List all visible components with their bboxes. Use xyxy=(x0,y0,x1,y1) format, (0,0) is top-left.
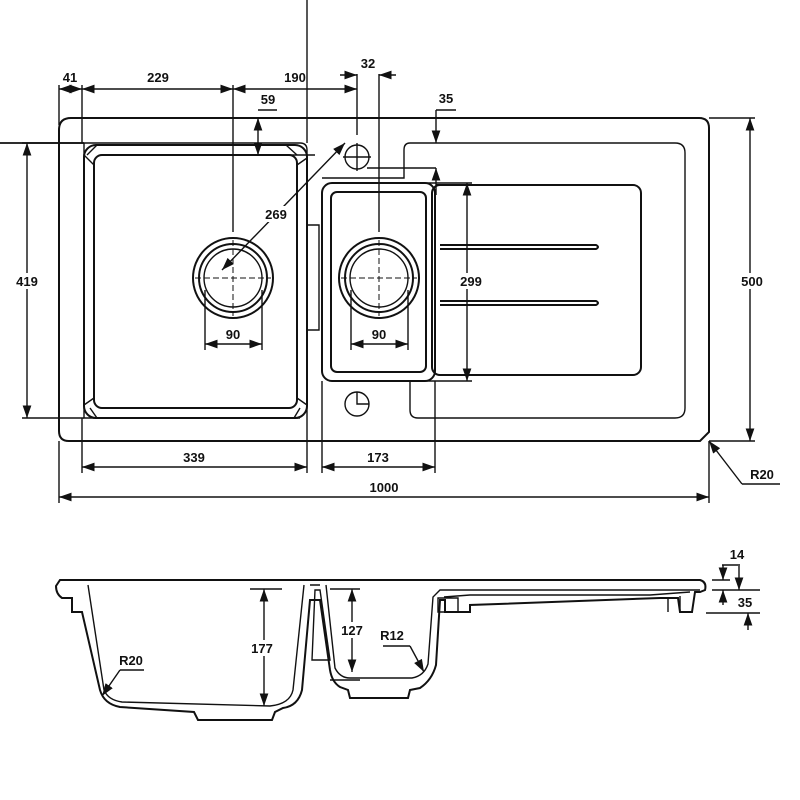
dim-500: 500 xyxy=(741,274,763,289)
dim-59: 59 xyxy=(261,92,275,107)
bowl-divider xyxy=(307,224,320,331)
dim-41: 41 xyxy=(63,70,77,85)
dim-90-main: 90 xyxy=(226,327,240,342)
inner-rim-outline xyxy=(0,0,686,419)
dim-299: 299 xyxy=(460,274,482,289)
dim-32: 32 xyxy=(361,56,375,71)
dim-339: 339 xyxy=(183,450,205,465)
overflow-hole xyxy=(344,391,370,417)
dim-14: 14 xyxy=(730,547,745,562)
sink-outline xyxy=(58,117,710,442)
tap-hole xyxy=(343,143,371,171)
dim-229: 229 xyxy=(147,70,169,85)
dim-173: 173 xyxy=(367,450,389,465)
drainer-groove-1 xyxy=(440,244,599,250)
dim-r12: R12 xyxy=(380,628,404,643)
drainer-groove-2 xyxy=(440,300,599,306)
dim-35-section: 35 xyxy=(738,595,752,610)
dim-190: 190 xyxy=(284,70,306,85)
dim-90-small: 90 xyxy=(372,327,386,342)
dim-269: 269 xyxy=(265,207,287,222)
main-bowl-outer xyxy=(83,144,308,419)
dim-35: 35 xyxy=(439,91,453,106)
dim-127: 127 xyxy=(341,623,363,638)
dim-r20-corner: R20 xyxy=(750,467,774,482)
section-view: 177 127 R12 R20 14 35 xyxy=(54,547,760,721)
small-waste xyxy=(338,237,420,319)
dim-r20-section: R20 xyxy=(119,653,143,668)
plan-view: 41 229 190 32 59 35 269 419 500 299 90 9… xyxy=(0,0,780,503)
section-inner-profile xyxy=(87,584,700,707)
section-outer-profile xyxy=(54,579,707,721)
dim-1000: 1000 xyxy=(370,480,399,495)
main-bowl-inner xyxy=(93,154,298,409)
dim-419: 419 xyxy=(16,274,38,289)
dim-177: 177 xyxy=(251,641,273,656)
drainer-area xyxy=(431,184,642,376)
